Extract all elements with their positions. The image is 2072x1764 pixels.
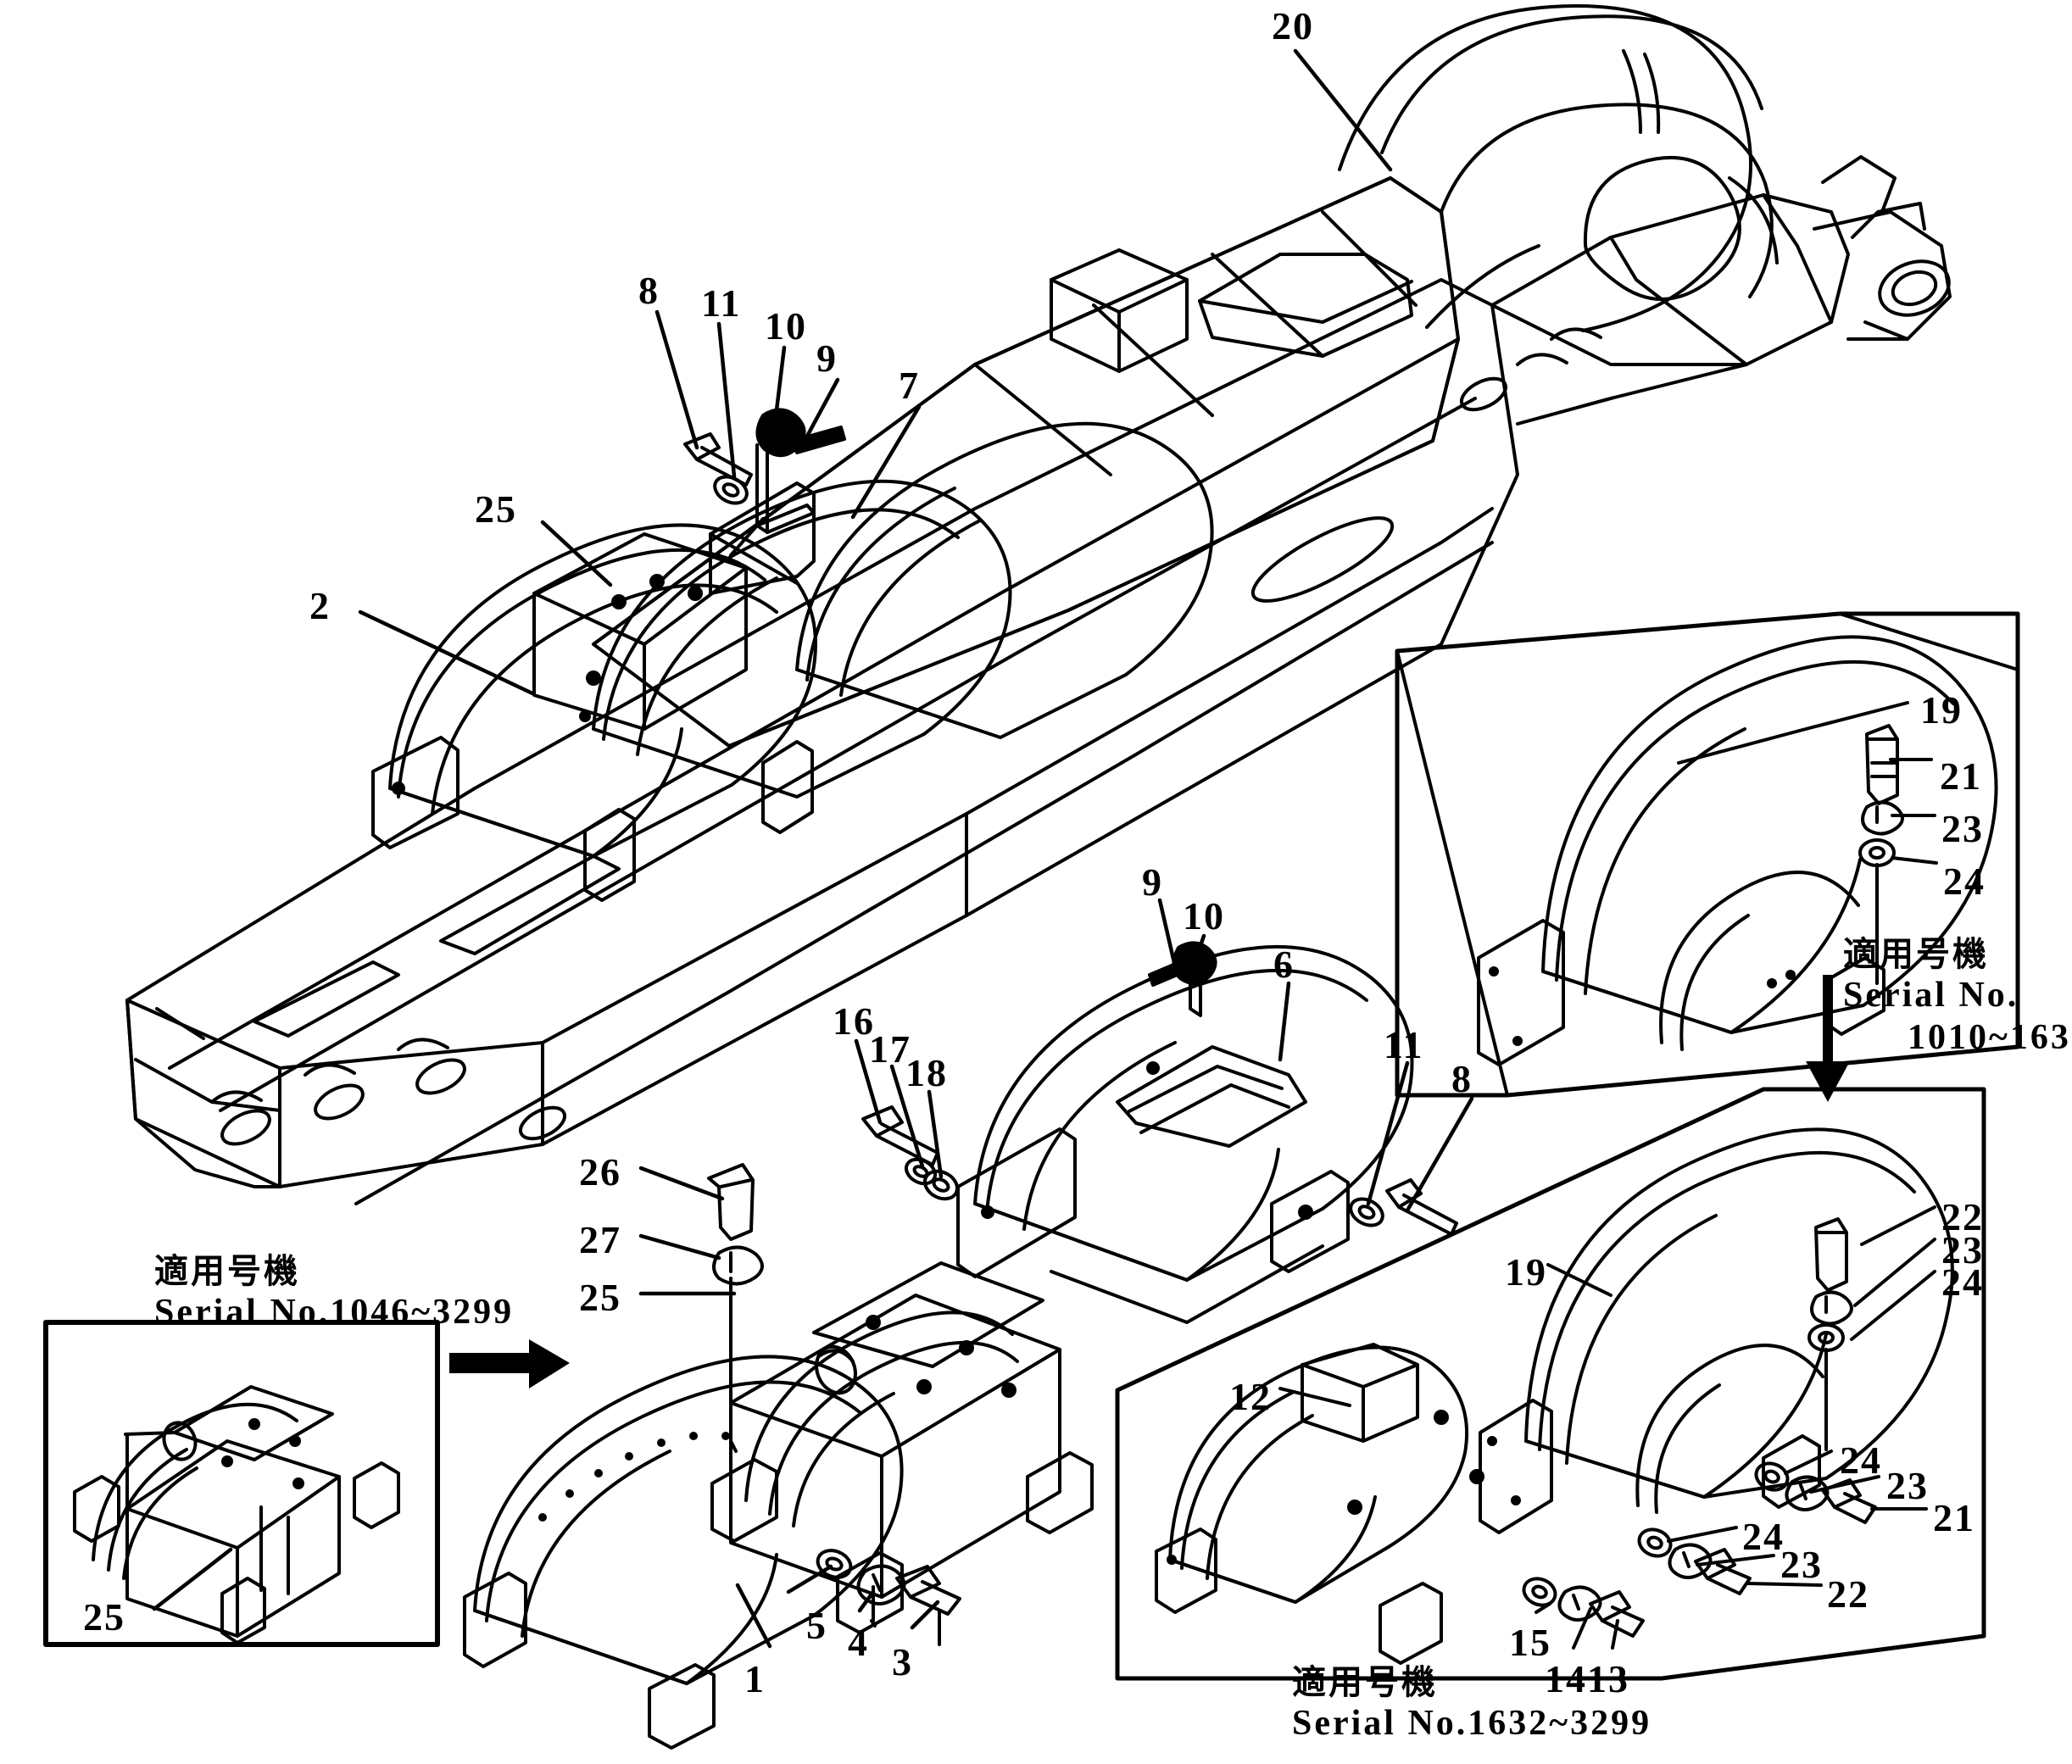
track-frame-body [125,4,1952,1205]
callout-11a: 11 [701,281,742,325]
inset-panel-bottom-right [1115,1087,1986,1681]
callout-23a: 23 [1941,807,1984,850]
callout-20: 20 [1272,4,1314,47]
callout-9b: 9 [1142,860,1163,904]
callout-24c: 24 [1840,1438,1882,1482]
callout-17: 17 [869,1027,911,1071]
callout-12: 12 [1229,1375,1272,1418]
serial-label-bottom-left: 適用号機 Serial No.1046~3299 [154,1252,514,1333]
arrow-inset-top-right [1806,975,1850,1102]
callout-19a: 19 [1920,688,1963,732]
serial-line1-text: Serial No.1046~3299 [154,1293,515,1332]
callout-24d: 24 [1742,1515,1785,1558]
serial-jp-text: 適用号機 [154,1252,300,1291]
fastener-group-upper-left [683,408,846,534]
callout-2: 2 [309,584,331,627]
callout-5: 5 [806,1604,827,1647]
serial-label-top-right: 適用号機 Serial No. 1010~1631 [1843,935,2072,1060]
callout-27: 27 [579,1218,621,1261]
callout-11b: 11 [1384,1023,1424,1066]
callout-21a: 21 [1940,754,1982,798]
serial-label-bottom-right: 適用号機 Serial No.1632~3299 [1292,1663,1651,1745]
callout-14: 14 [1545,1657,1587,1700]
callout-24a: 24 [1943,860,1986,903]
callout-22a: 22 [1941,1195,1984,1238]
part-25-bracket-lower [707,1163,1094,1634]
inset-panel-bottom-left [43,1320,440,1647]
callout-26: 26 [579,1150,621,1194]
callout-24b: 24 [1941,1260,1984,1304]
serial-jp-text: 適用号機 [1292,1663,1438,1702]
callout-3: 3 [892,1640,913,1683]
serial-line1-text: Serial No. [1843,976,2019,1015]
part-1-guard [463,1355,904,1750]
callout-10b: 10 [1183,894,1225,938]
callout-25b: 25 [579,1276,621,1319]
callout-16: 16 [833,999,875,1043]
part-6-guard [956,945,1414,1324]
callout-13: 13 [1587,1657,1629,1700]
fastener-group-16-17-18 [861,1105,960,1201]
callout-23d: 23 [1780,1543,1823,1586]
callout-25c: 25 [83,1595,125,1639]
callout-8b: 8 [1451,1057,1473,1100]
callout-22b: 22 [1827,1572,1869,1616]
serial-line2-text: 1010~1631 [1908,1018,2072,1058]
callout-7: 7 [899,364,920,407]
leaders-inset-bottom-right [1278,1205,1936,1650]
callout-4: 4 [848,1621,869,1664]
serial-line1-text: Serial No.1632~3299 [1292,1704,1652,1743]
callout-1: 1 [744,1657,766,1700]
part-2-guard [371,421,1214,902]
callout-18: 18 [905,1051,948,1094]
callout-21b: 21 [1933,1496,1975,1539]
callout-23b: 23 [1941,1228,1984,1272]
callout-15: 15 [1509,1621,1551,1664]
callout-19b: 19 [1505,1250,1547,1294]
callout-25a: 25 [475,487,517,531]
serial-jp-text: 適用号機 [1843,935,1989,974]
leaders-inset-top-right [1677,701,1938,865]
callout-23c: 23 [1886,1464,1929,1507]
callout-8a: 8 [638,269,660,312]
arrow-inset-bottom-left [449,1339,570,1388]
callout-6: 6 [1273,943,1295,986]
callout-10a: 10 [765,304,807,348]
callout-9a: 9 [816,337,838,380]
